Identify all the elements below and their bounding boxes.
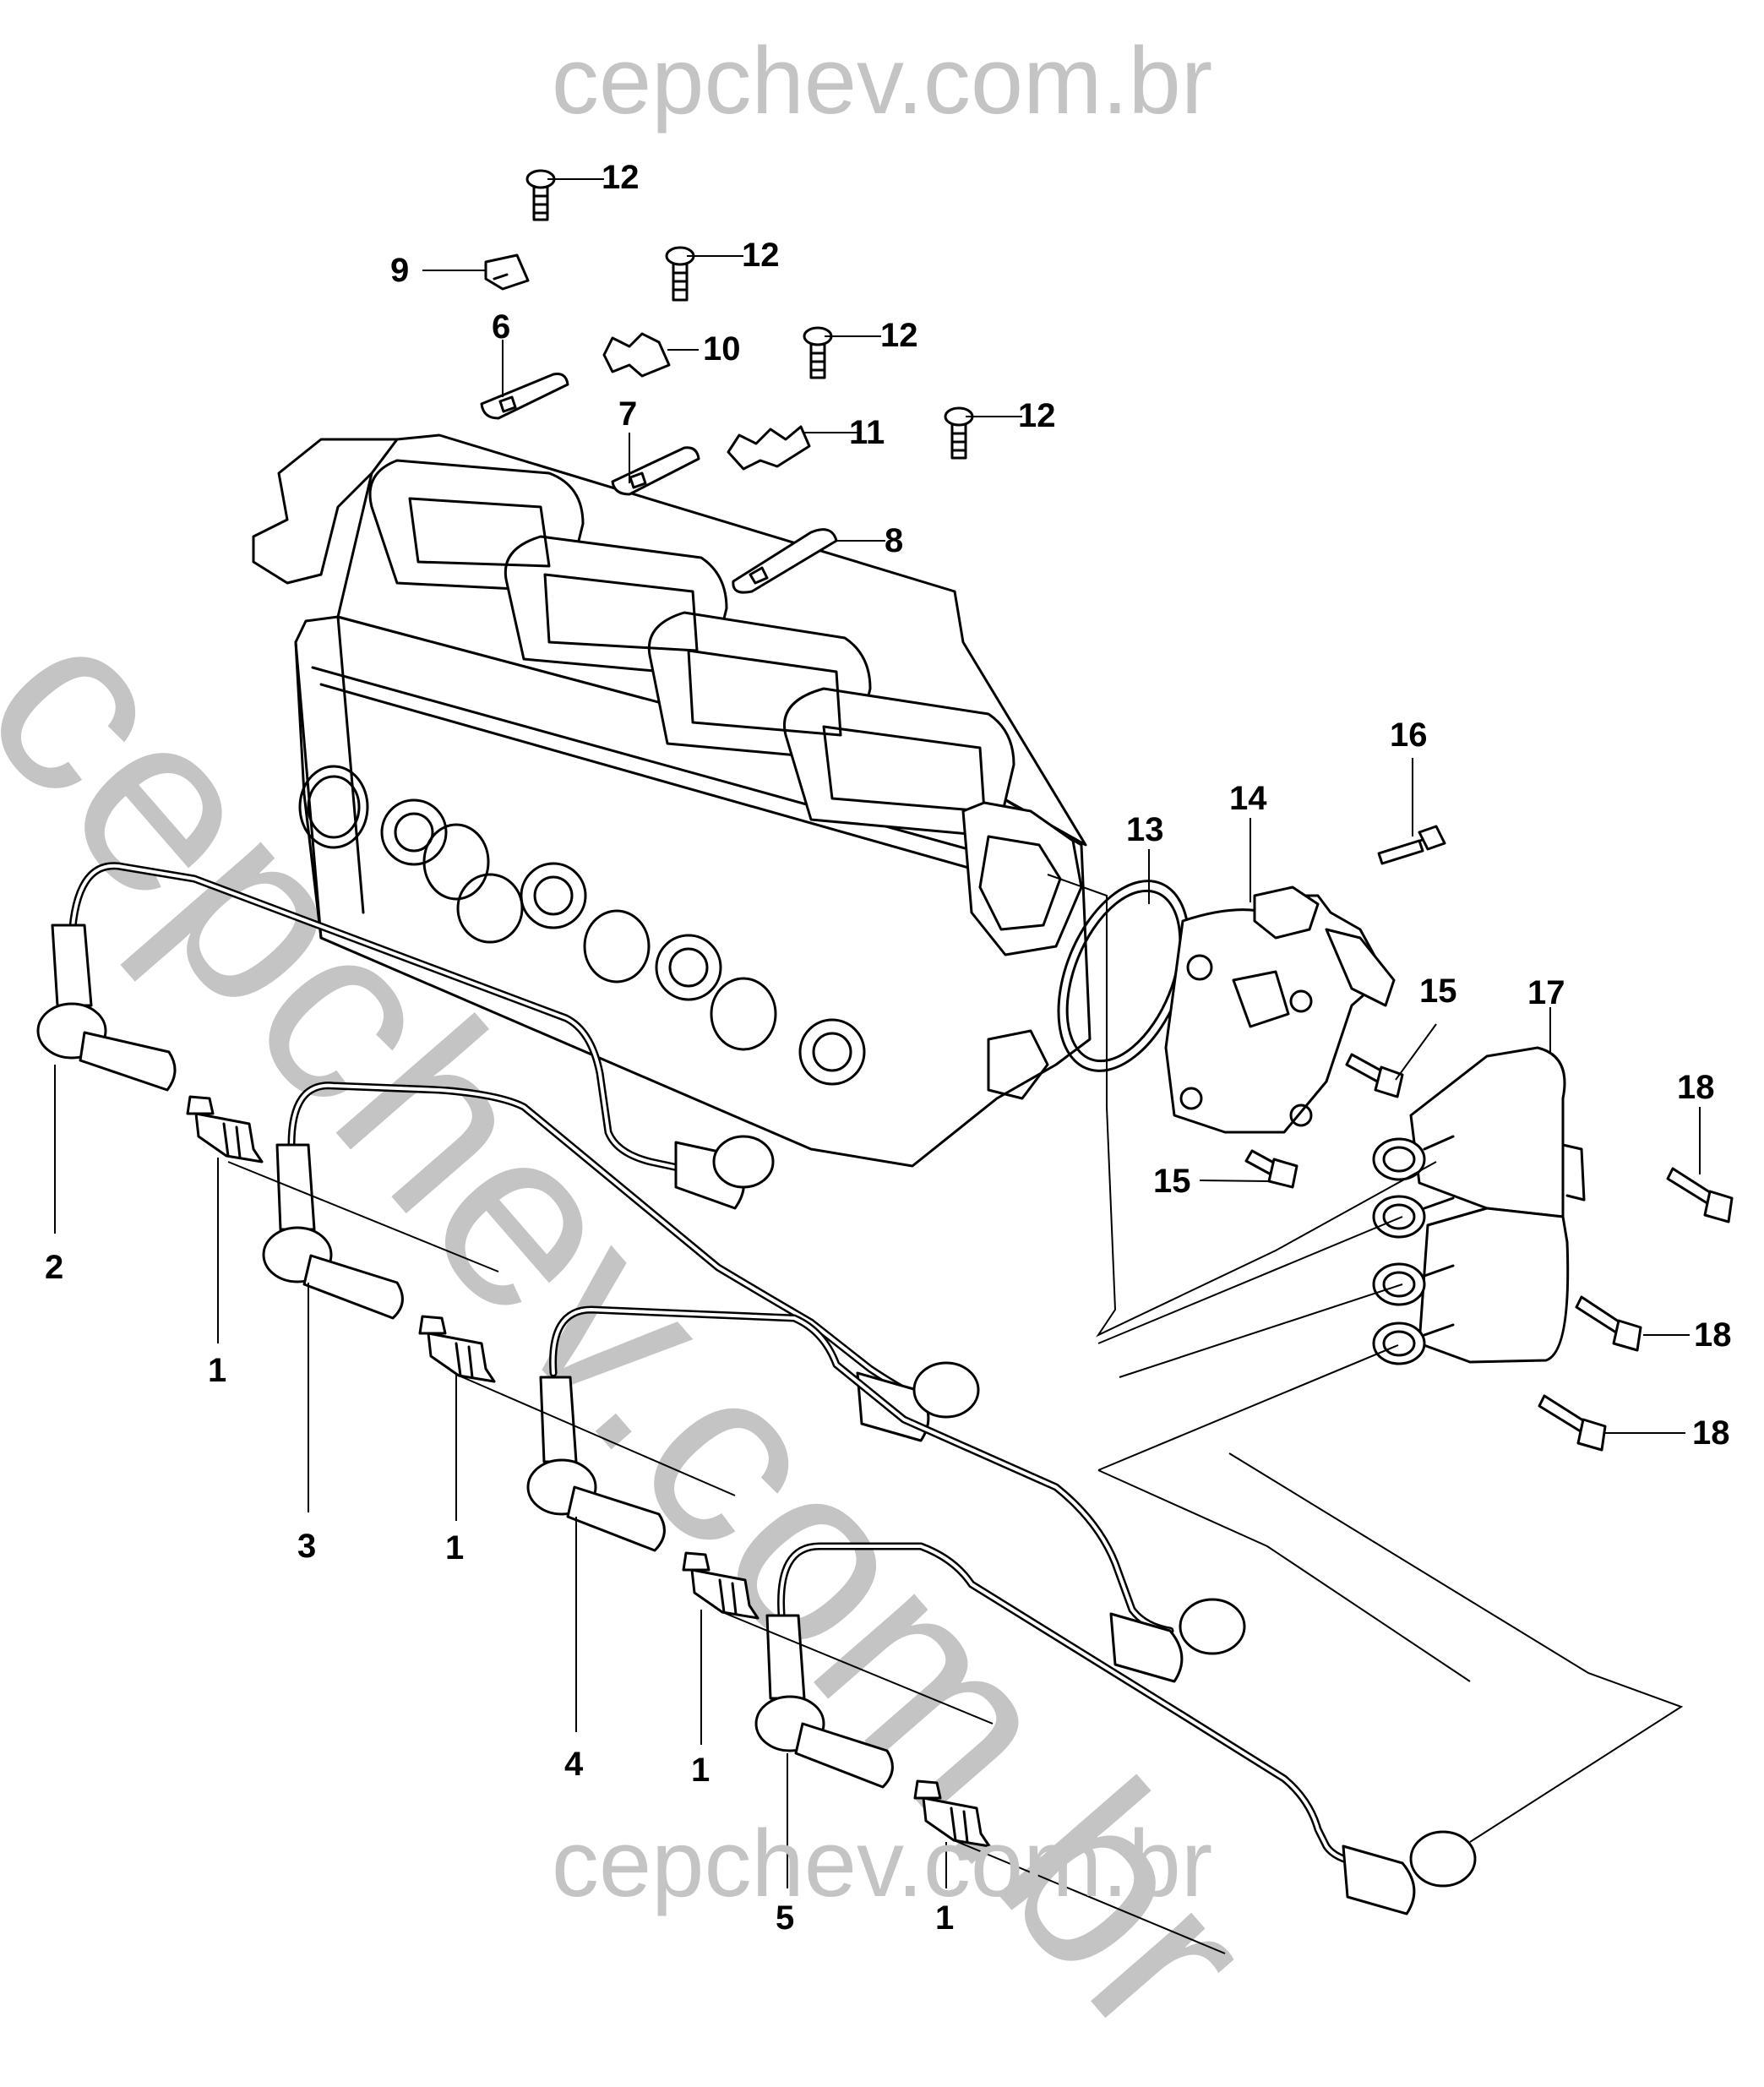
cylinder-head xyxy=(252,433,1092,1168)
plate-6 xyxy=(480,373,569,420)
screw-12-b xyxy=(665,246,695,302)
bolt-18-c xyxy=(1538,1394,1607,1452)
callout-12-c: 12 xyxy=(880,317,918,354)
callout-2: 2 xyxy=(45,1249,64,1286)
screw-12-c xyxy=(803,326,833,379)
callout-17: 17 xyxy=(1527,974,1565,1011)
screw-12-a xyxy=(525,169,556,221)
bolt-15-a xyxy=(1345,1053,1404,1098)
callout-12-b: 12 xyxy=(742,237,780,274)
spark-plug-1-c xyxy=(682,1551,760,1620)
bolt-18-b xyxy=(1575,1295,1642,1352)
ignition-wire-2 xyxy=(36,862,775,1210)
clip-11 xyxy=(727,425,811,471)
spark-plug-1-d xyxy=(913,1779,991,1848)
callout-11: 11 xyxy=(849,414,885,451)
callout-7: 7 xyxy=(618,395,638,433)
callout-16: 16 xyxy=(1390,717,1428,754)
ignition-coil-17 xyxy=(1372,1046,1586,1365)
callout-6: 6 xyxy=(492,308,511,346)
callout-12-d: 12 xyxy=(1018,397,1056,434)
screw-12-d xyxy=(944,406,974,460)
callout-10: 10 xyxy=(703,330,741,368)
callout-8: 8 xyxy=(885,522,904,559)
callout-1-b: 1 xyxy=(445,1529,465,1567)
watermark-bottom: cepchev.com.br xyxy=(551,1811,1213,1916)
callout-5: 5 xyxy=(776,1899,795,1937)
callout-18-c: 18 xyxy=(1692,1414,1730,1452)
callout-4: 4 xyxy=(564,1746,584,1783)
callout-18-b: 18 xyxy=(1694,1316,1732,1354)
callout-13: 13 xyxy=(1126,811,1164,848)
plate-7 xyxy=(611,446,700,496)
clip-9 xyxy=(484,253,530,291)
bolt-16 xyxy=(1377,825,1446,865)
spark-plug-1-a xyxy=(186,1095,264,1163)
callout-9: 9 xyxy=(390,252,410,289)
callout-12-a: 12 xyxy=(602,159,640,196)
distributor-housing-14 xyxy=(1164,885,1396,1134)
watermark-top: cepchev.com.br xyxy=(551,28,1213,134)
callout-1-a: 1 xyxy=(208,1352,227,1389)
callout-15-b: 15 xyxy=(1153,1163,1191,1200)
callout-14: 14 xyxy=(1229,780,1267,817)
bolt-15-b xyxy=(1244,1149,1298,1189)
ignition-wire-4 xyxy=(526,1305,1246,1683)
exploded-parts-diagram xyxy=(36,169,1734,1954)
callout-1-c: 1 xyxy=(691,1752,710,1789)
callout-1-d: 1 xyxy=(935,1899,955,1937)
bolt-18-a xyxy=(1666,1167,1734,1223)
callout-15-a: 15 xyxy=(1419,973,1457,1010)
callout-18-a: 18 xyxy=(1677,1069,1715,1106)
ignition-wire-5 xyxy=(754,1542,1477,1915)
clip-10 xyxy=(602,332,671,378)
callout-3: 3 xyxy=(297,1528,317,1565)
spark-plug-1-b xyxy=(418,1315,496,1383)
